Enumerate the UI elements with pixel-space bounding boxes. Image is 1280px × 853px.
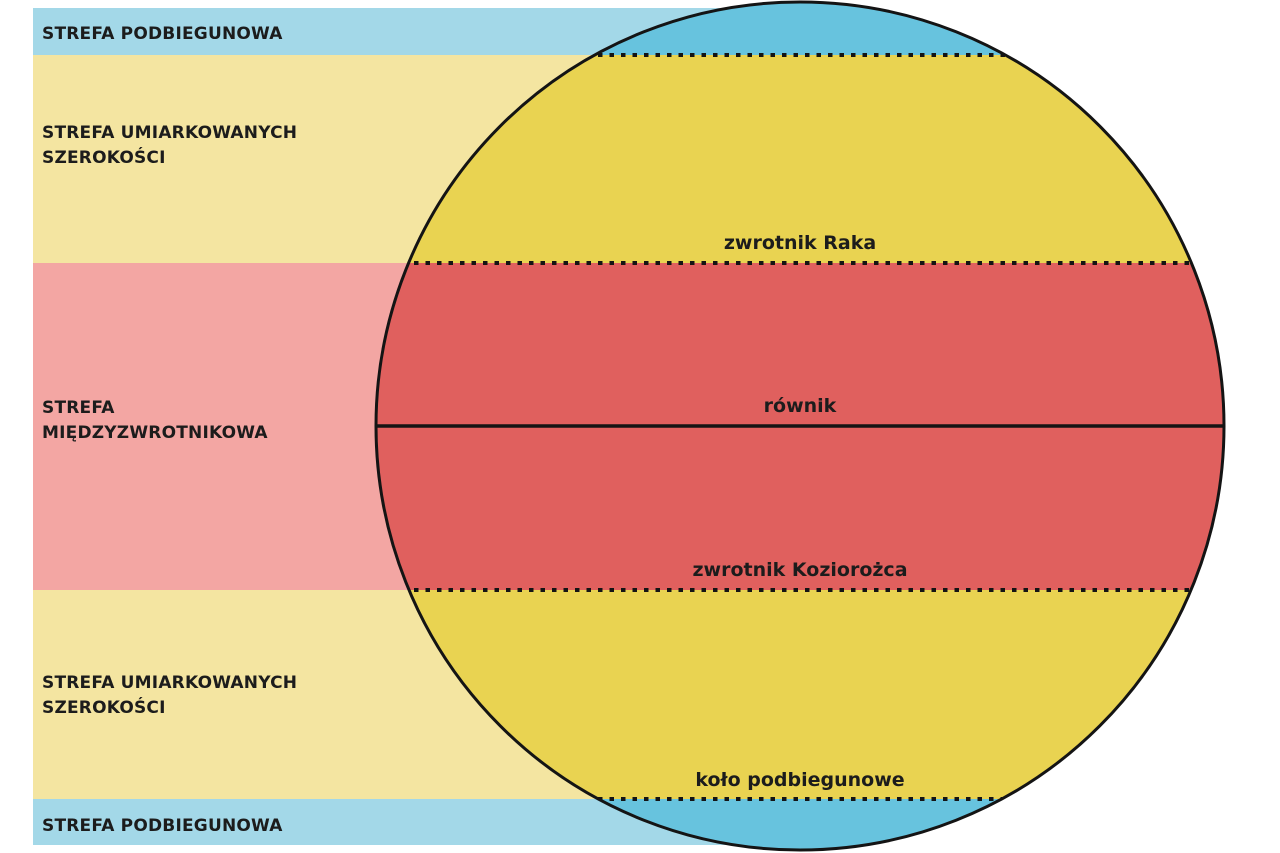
zone-label-intertropical: STREFA MIĘDZYZWROTNIKOWA [42, 398, 268, 443]
tropic-of-capricorn-label: zwrotnik Koziorożca [692, 559, 908, 581]
polar-circle-label: koło podbiegunowe [695, 769, 905, 791]
zone-label-polar-north: STREFA PODBIEGUNOWA [42, 24, 283, 44]
zone-label-temperate-south: STREFA UMIARKOWANYCH SZEROKOŚCI [42, 673, 298, 718]
equator-label: równik [763, 395, 837, 417]
zone-label-temperate-north: STREFA UMIARKOWANYCH SZEROKOŚCI [42, 123, 298, 168]
zone-label-polar-south: STREFA PODBIEGUNOWA [42, 816, 283, 836]
tropic-of-cancer-label: zwrotnik Raka [723, 232, 877, 254]
globe-outline [374, 0, 1226, 852]
